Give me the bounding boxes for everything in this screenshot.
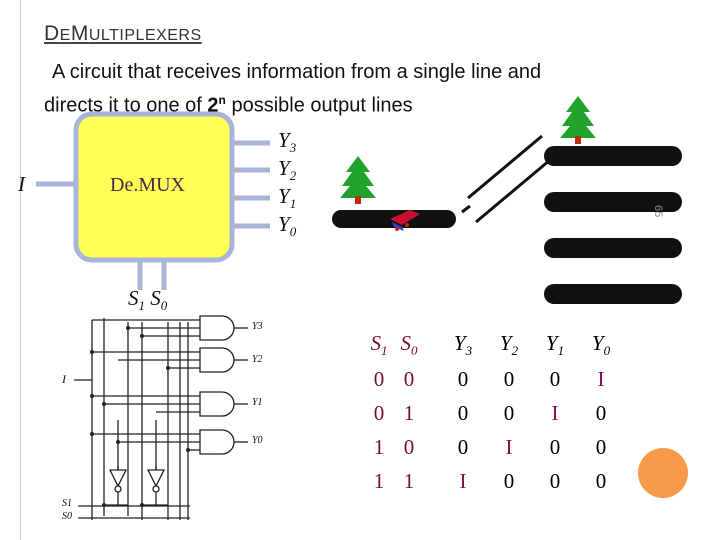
truth-table-row: 1 0 0 I 0 0 bbox=[366, 430, 624, 464]
description-line-1: A circuit that receives information from… bbox=[52, 61, 542, 83]
decorative-circle bbox=[638, 448, 688, 498]
cell: 0 bbox=[549, 468, 561, 493]
cell: I bbox=[551, 400, 559, 425]
demux-output-y0: Y0 bbox=[278, 212, 297, 240]
select-s1: S1 bbox=[128, 286, 145, 314]
left-tree-icon bbox=[340, 156, 376, 198]
demux-input-label: I bbox=[18, 172, 25, 196]
slide-description: A circuit that receives information from… bbox=[44, 58, 674, 120]
circuit-select-s0: S0 bbox=[62, 511, 72, 522]
circuit-select-s1: S1 bbox=[62, 498, 72, 509]
cell: 0 bbox=[457, 366, 469, 391]
slide-number: 65 bbox=[652, 205, 664, 218]
circuit-output-y2: Y2 bbox=[252, 354, 263, 365]
circuit-output-y1: Y1 bbox=[252, 397, 263, 408]
cell: 0 bbox=[457, 400, 469, 425]
select-s0: S0 bbox=[150, 286, 168, 314]
cell: 0 bbox=[595, 434, 607, 459]
cell: 0 bbox=[595, 400, 607, 425]
truth-table-row: 0 1 0 0 I 0 bbox=[366, 396, 624, 430]
circuit-input-label: I bbox=[62, 372, 66, 386]
switch-rail-lower bbox=[475, 158, 551, 224]
destination-track-3 bbox=[544, 146, 682, 166]
destination-track-1 bbox=[544, 238, 682, 258]
truth-table: S1 S0 Y3 Y2 Y1 Y0 0 0 0 0 0 I 0 1 0 0 I … bbox=[366, 328, 624, 498]
cell: I bbox=[505, 434, 513, 459]
cell: 0 bbox=[549, 434, 561, 459]
demux-output-y3: Y3 bbox=[278, 128, 297, 156]
cell: 0 bbox=[403, 434, 415, 459]
cell: 0 bbox=[503, 468, 515, 493]
demux-select-labels: S1 S0 bbox=[128, 286, 167, 314]
header-y2: Y2 bbox=[499, 330, 519, 359]
cell: 0 bbox=[549, 366, 561, 391]
demux-label: De.MUX bbox=[110, 174, 185, 196]
gate-circuit bbox=[74, 315, 248, 520]
cell: 0 bbox=[503, 366, 515, 391]
cell: 1 bbox=[403, 400, 415, 425]
description-line-2: directs it to one of 2n possible output … bbox=[44, 93, 413, 117]
cell: 0 bbox=[403, 366, 415, 391]
cell: I bbox=[597, 366, 605, 391]
cell: 0 bbox=[595, 468, 607, 493]
header-s0: S0 bbox=[400, 330, 418, 359]
switch-rail-upper bbox=[467, 134, 543, 200]
demux-output-y1: Y1 bbox=[278, 184, 297, 212]
slide-left-border bbox=[20, 0, 21, 540]
cell: 1 bbox=[403, 468, 415, 493]
header-s1: S1 bbox=[370, 330, 388, 359]
destination-track-2 bbox=[544, 192, 682, 212]
cell: 0 bbox=[373, 400, 385, 425]
header-y0: Y0 bbox=[591, 330, 611, 359]
cell: 1 bbox=[373, 468, 385, 493]
header-y3: Y3 bbox=[453, 330, 473, 359]
circuit-output-y3: Y3 bbox=[252, 321, 263, 332]
cell: 1 bbox=[373, 434, 385, 459]
truth-table-header: S1 S0 Y3 Y2 Y1 Y0 bbox=[366, 328, 624, 362]
cell: 0 bbox=[457, 434, 469, 459]
slide-title: DEMULTIPLEXERS bbox=[44, 22, 202, 45]
demux-block bbox=[73, 111, 235, 263]
header-y1: Y1 bbox=[545, 330, 565, 359]
right-tree-icon bbox=[560, 96, 596, 138]
cell: 0 bbox=[373, 366, 385, 391]
circuit-output-y0: Y0 bbox=[252, 435, 263, 446]
destination-track-0 bbox=[544, 284, 682, 304]
demux-output-y2: Y2 bbox=[278, 156, 297, 184]
truth-table-row: 0 0 0 0 0 I bbox=[366, 362, 624, 396]
truth-table-row: 1 1 I 0 0 0 bbox=[366, 464, 624, 498]
train-car-icon bbox=[390, 210, 420, 231]
cell: 0 bbox=[503, 400, 515, 425]
cell: I bbox=[459, 468, 467, 493]
